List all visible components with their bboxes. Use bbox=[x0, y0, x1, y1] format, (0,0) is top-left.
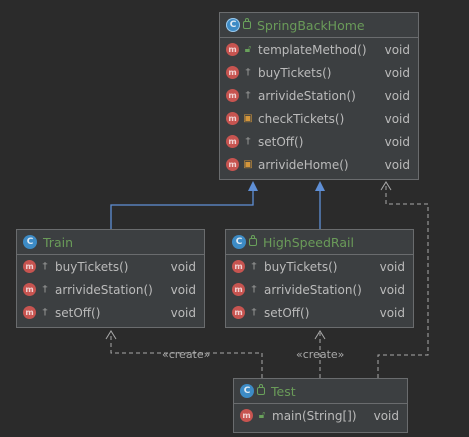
method-row[interactable]: m † arrivideStation() void bbox=[17, 278, 204, 301]
method-name: arrivideHome() bbox=[258, 157, 349, 172]
key-icon: † bbox=[251, 261, 257, 272]
method-row[interactable]: m ▣ checkTickets() void bbox=[220, 107, 418, 130]
method-m-icon: m bbox=[226, 43, 239, 56]
method-return-type: void bbox=[384, 157, 410, 172]
dependency-arrow-train bbox=[105, 330, 117, 340]
method-return-type: void bbox=[384, 111, 410, 126]
method-return-type: void bbox=[384, 65, 410, 80]
class-c-icon: C bbox=[232, 235, 246, 249]
method-row[interactable]: m † buyTickets() void bbox=[226, 255, 413, 278]
key-icon: † bbox=[251, 284, 257, 295]
key-icon: † bbox=[42, 307, 48, 318]
inheritance-line-train bbox=[110, 190, 254, 229]
method-row[interactable]: m 🔓︎ templateMethod() void bbox=[220, 38, 418, 61]
unlock-icon bbox=[257, 384, 265, 395]
key-icon: † bbox=[42, 261, 48, 272]
method-m-icon: m bbox=[23, 260, 36, 273]
class-springbackhome[interactable]: C SpringBackHome m 🔓︎ templateMethod() v… bbox=[219, 12, 419, 180]
method-return-type: void bbox=[170, 282, 196, 297]
unlock-icon: 🔓︎ bbox=[244, 44, 252, 55]
method-m-icon: m bbox=[226, 135, 239, 148]
class-header: C Test bbox=[234, 379, 407, 404]
class-train[interactable]: C Train m † buyTickets() void m † arrivi… bbox=[16, 229, 205, 328]
class-highspeedrail[interactable]: C HighSpeedRail m † buyTickets() void m … bbox=[225, 229, 414, 328]
method-name: arrivideStation() bbox=[258, 88, 356, 103]
method-row[interactable]: m † setOff() void bbox=[17, 301, 204, 324]
class-c-icon: C bbox=[23, 235, 37, 249]
method-m-icon: m bbox=[226, 158, 239, 171]
class-name: HighSpeedRail bbox=[263, 234, 354, 250]
method-return-type: void bbox=[379, 259, 405, 274]
method-row[interactable]: m † buyTickets() void bbox=[220, 61, 418, 84]
key-icon: † bbox=[245, 90, 251, 101]
method-return-type: void bbox=[170, 305, 196, 320]
unlock-icon: 🔓︎ bbox=[258, 410, 266, 421]
method-row[interactable]: m † setOff() void bbox=[220, 130, 418, 153]
method-m-icon: m bbox=[226, 89, 239, 102]
method-name: setOff() bbox=[264, 305, 310, 320]
method-row[interactable]: m † buyTickets() void bbox=[17, 255, 204, 278]
key-icon: † bbox=[42, 284, 48, 295]
method-name: setOff() bbox=[55, 305, 101, 320]
method-row[interactable]: m 🔓︎ main(String[]) void bbox=[234, 404, 407, 427]
method-m-icon: m bbox=[232, 260, 245, 273]
method-return-type: void bbox=[384, 88, 410, 103]
method-return-type: void bbox=[170, 259, 196, 274]
method-m-icon: m bbox=[232, 283, 245, 296]
dependency-line-spring bbox=[377, 184, 429, 378]
method-name: checkTickets() bbox=[258, 111, 345, 126]
dependency-arrow-spring bbox=[380, 181, 392, 191]
method-name: arrivideStation() bbox=[55, 282, 153, 297]
method-name: buyTickets() bbox=[264, 259, 338, 274]
method-return-type: void bbox=[379, 305, 405, 320]
inheritance-arrowhead-train bbox=[248, 181, 258, 191]
inheritance-arrowhead-rail bbox=[315, 181, 325, 191]
method-return-type: void bbox=[384, 134, 410, 149]
lock-icon: ▣ bbox=[243, 113, 253, 124]
method-m-icon: m bbox=[23, 283, 36, 296]
key-icon: † bbox=[245, 67, 251, 78]
method-return-type: void bbox=[373, 408, 399, 423]
method-return-type: void bbox=[384, 42, 410, 57]
class-header: C Train bbox=[17, 230, 204, 255]
class-name: Train bbox=[43, 234, 73, 250]
class-c-icon: C bbox=[240, 384, 254, 398]
dependency-arrow-rail bbox=[314, 330, 326, 340]
method-row[interactable]: m ▣ arrivideHome() void bbox=[220, 153, 418, 176]
method-name: main(String[]) bbox=[272, 408, 357, 423]
method-m-icon: m bbox=[232, 306, 245, 319]
method-row[interactable]: m † arrivideStation() void bbox=[226, 278, 413, 301]
method-m-icon: m bbox=[226, 66, 239, 79]
method-name: buyTickets() bbox=[55, 259, 129, 274]
class-test[interactable]: C Test m 🔓︎ main(String[]) void bbox=[233, 378, 408, 433]
method-m-icon: m bbox=[23, 306, 36, 319]
method-row[interactable]: m † arrivideStation() void bbox=[220, 84, 418, 107]
class-header: C SpringBackHome bbox=[220, 13, 418, 38]
unlock-icon bbox=[249, 235, 257, 246]
dependency-line-train bbox=[110, 333, 263, 378]
method-name: templateMethod() bbox=[258, 42, 367, 57]
method-m-icon: m bbox=[240, 409, 253, 422]
lock-icon: ▣ bbox=[243, 159, 253, 170]
method-m-icon: m bbox=[226, 112, 239, 125]
class-header: C HighSpeedRail bbox=[226, 230, 413, 255]
unlock-icon bbox=[243, 18, 251, 29]
method-name: arrivideStation() bbox=[264, 282, 362, 297]
class-name: Test bbox=[271, 383, 296, 399]
create-label-rail: «create» bbox=[296, 348, 345, 361]
create-label-train: «create» bbox=[162, 348, 211, 361]
method-name: setOff() bbox=[258, 134, 304, 149]
method-name: buyTickets() bbox=[258, 65, 332, 80]
method-row[interactable]: m † setOff() void bbox=[226, 301, 413, 324]
key-icon: † bbox=[251, 307, 257, 318]
class-c-icon: C bbox=[226, 18, 240, 32]
method-return-type: void bbox=[379, 282, 405, 297]
key-icon: † bbox=[245, 136, 251, 147]
class-name: SpringBackHome bbox=[257, 17, 365, 33]
